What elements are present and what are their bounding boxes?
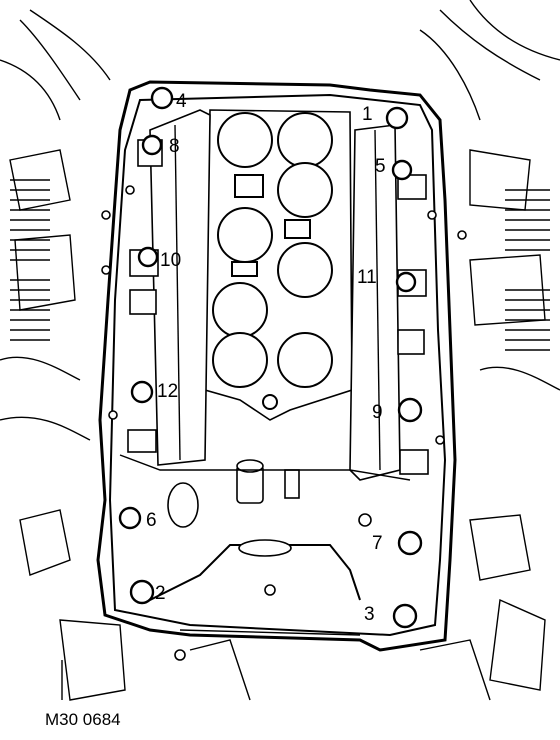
- engine-background-detail: [0, 0, 560, 701]
- bolt-label-10: 10: [160, 250, 181, 271]
- bolt-label-6: 6: [146, 510, 157, 531]
- bolt-number-labels: 1 2 3 4 5 6 7 8 9 10 11 12: [146, 91, 386, 625]
- bolt-label-3: 3: [364, 604, 375, 625]
- bolt-label-1: 1: [362, 104, 373, 125]
- bolt-label-4: 4: [176, 91, 187, 112]
- bolt-label-2: 2: [155, 583, 166, 604]
- bolt-heads: [118, 86, 423, 629]
- figure-caption: M30 0684: [45, 710, 121, 729]
- valve-springs: [10, 179, 550, 351]
- bolt-label-5: 5: [375, 156, 386, 177]
- cylinder-bores: [212, 112, 333, 410]
- bolt-label-9: 9: [372, 402, 383, 423]
- gasket-inner-edge: [108, 93, 447, 637]
- bolt-label-7: 7: [372, 533, 383, 554]
- bolt-label-12: 12: [157, 381, 178, 402]
- left-fuel-rail: [127, 109, 211, 466]
- timing-cover-detail: [119, 454, 411, 661]
- bolt-label-11: 11: [357, 267, 377, 288]
- right-fuel-rail: [349, 124, 429, 481]
- bolt-label-8: 8: [169, 136, 180, 157]
- gasket-holes: [101, 185, 467, 445]
- gasket-outline: [96, 80, 457, 652]
